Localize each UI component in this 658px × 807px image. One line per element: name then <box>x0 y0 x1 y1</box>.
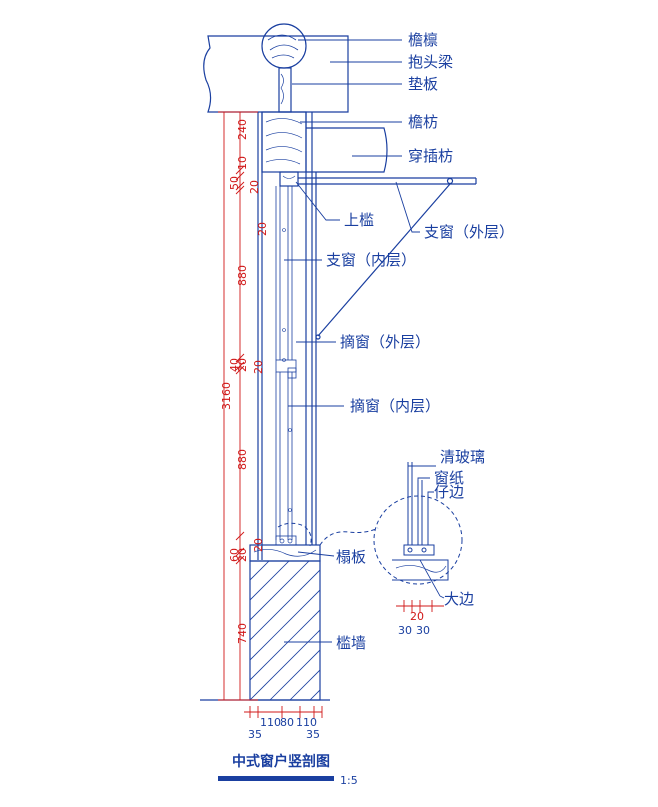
label-pad: 垫板 <box>408 75 438 93</box>
dim-740: 740 <box>236 623 249 644</box>
label-remove-window-outer: 摘窗（外层） <box>340 333 430 351</box>
dim-bottom-35-right: 35 <box>306 728 320 741</box>
drawing-title: 中式窗户竖剖图 <box>232 753 330 770</box>
dim-20-f: 20 <box>252 538 265 552</box>
dim-20-d: 20 <box>252 360 265 374</box>
tie-block <box>306 127 388 173</box>
label-window-paper: 窗纸 <box>434 469 464 487</box>
dim-bottom-80: 80 <box>280 716 294 729</box>
purlin-circle <box>261 23 307 69</box>
dim-40: 40 <box>228 358 241 372</box>
dim-50: 50 <box>228 176 241 190</box>
dim-20-a: 20 <box>248 180 261 194</box>
dim-total: 3160 <box>220 382 233 410</box>
label-beam: 抱头梁 <box>408 53 453 71</box>
upper-sill <box>279 171 299 187</box>
drawing-scale: 1:5 <box>340 774 358 787</box>
label-remove-window-inner: 摘窗（内层） <box>350 397 440 415</box>
callout-labels: 檐檩 抱头梁 垫板 檐枋 穿插枋 上槛 支窗（外层） 支窗（内层） 摘窗（外层）… <box>326 31 514 652</box>
dim-detail-30-a: 30 <box>398 624 412 637</box>
label-prop-window-inner: 支窗（内层） <box>326 251 416 269</box>
dim-20-b: 20 <box>256 222 269 236</box>
label-eave-tie: 檐枋 <box>408 113 438 131</box>
detail-dim-labels: 20 30 30 <box>398 610 430 637</box>
dim-880-a: 880 <box>236 265 249 286</box>
label-clear-glass: 清玻璃 <box>440 448 485 466</box>
label-prop-window-outer: 支窗（外层） <box>424 223 514 241</box>
dim-bottom-35-left: 35 <box>248 728 262 741</box>
dim-20-e: 20 <box>236 548 249 562</box>
dim-60: 60 <box>228 548 241 562</box>
dim-240: 240 <box>236 119 249 140</box>
dim-ticks <box>235 165 245 565</box>
sill-wall-hatch <box>250 561 320 700</box>
dim-detail-20: 20 <box>410 610 424 623</box>
pad-grain <box>280 73 284 105</box>
label-big-frame: 大边 <box>444 590 474 608</box>
dim-bottom-110-left: 110 <box>260 716 281 729</box>
label-sill-board: 榻板 <box>336 548 366 566</box>
prop-stick <box>317 183 451 337</box>
label-sill-top: 上槛 <box>344 211 374 229</box>
beam-block <box>203 35 349 113</box>
purlin-grain <box>267 34 299 59</box>
dim-20-c: 20 <box>236 358 249 372</box>
label-sill-wall: 槛墙 <box>336 634 366 652</box>
dim-detail-30-b: 30 <box>416 624 430 637</box>
dim-bottom-110-right: 110 <box>296 716 317 729</box>
left-dim-labels: 240 10 50 20 20 880 40 20 20 880 60 20 2… <box>220 119 269 644</box>
detail-circle <box>373 495 463 585</box>
pad-board <box>278 67 292 113</box>
title-underline <box>218 776 334 781</box>
eave-tie-grain <box>265 118 303 165</box>
label-tie: 穿插枋 <box>408 147 453 165</box>
label-frame-strip: 仔边 <box>434 483 464 501</box>
dim-880-b: 880 <box>236 449 249 470</box>
sill-wall <box>249 560 321 701</box>
label-purlin: 檐檩 <box>408 31 438 49</box>
bottom-dim-labels: 35 110 80 110 35 <box>248 716 320 741</box>
dim-10: 10 <box>236 156 249 170</box>
